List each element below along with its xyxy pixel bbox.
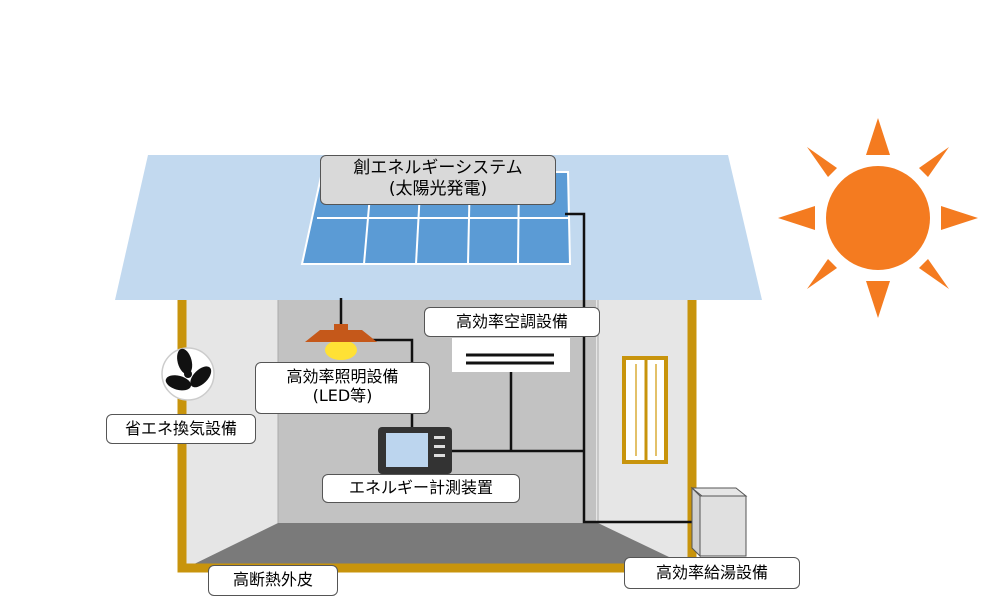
pv-system-label: 創エネルギーシステム (太陽光発電) <box>320 155 556 205</box>
lighting-label: 高効率照明設備 (LED等) <box>255 362 430 414</box>
lighting-title: 高効率照明設備 <box>286 367 399 386</box>
water-heater-icon <box>690 486 748 558</box>
wiring <box>339 212 700 524</box>
floor <box>186 523 692 568</box>
ventilation-label: 省エネ換気設備 <box>106 414 256 444</box>
ceiling-light-icon <box>305 324 377 360</box>
insulation-label: 高断熱外皮 <box>208 565 338 596</box>
sun-icon <box>778 118 978 318</box>
ventilation-fan-icon <box>161 347 215 401</box>
pv-system-subtitle: (太陽光発電) <box>388 179 488 199</box>
pv-system-title: 創エネルギーシステム <box>353 158 523 178</box>
hvac-label: 高効率空調設備 <box>424 307 600 337</box>
water-heater-label: 高効率給湯設備 <box>624 557 800 589</box>
energy-monitor-icon <box>378 427 452 474</box>
window-icon <box>622 356 668 464</box>
air-conditioner-icon <box>452 338 570 372</box>
energy-meter-label: エネルギー計測装置 <box>322 474 520 503</box>
lighting-subtitle: (LED等) <box>312 386 373 405</box>
